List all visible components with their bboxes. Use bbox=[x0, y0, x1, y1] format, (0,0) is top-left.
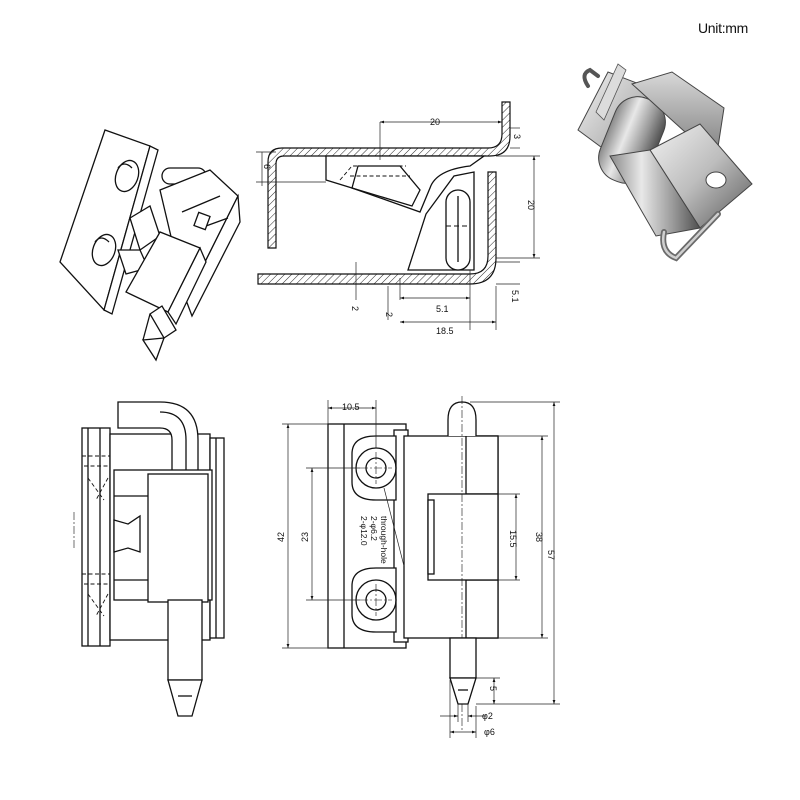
side-view bbox=[73, 401, 225, 717]
front-view: 2-φ12.0 2-φ6.2 through-hole 10.5 42 23 3… bbox=[276, 396, 560, 738]
dim-overall-height: 57 bbox=[546, 550, 556, 560]
dim-left-gap: 6 bbox=[262, 164, 272, 169]
note-line3: through-hole bbox=[379, 516, 389, 564]
dim-top-thickness: 3 bbox=[512, 134, 522, 139]
dim-height-total: 42 bbox=[276, 532, 286, 542]
dim-hole-spacing: 23 bbox=[300, 532, 310, 542]
section-view: 20 3 6 20 2 2 5.1 18.5 5. bbox=[256, 101, 540, 336]
note-line1: 2-φ12.0 bbox=[359, 516, 369, 546]
dim-leaf-width: 10.5 bbox=[342, 402, 360, 412]
dim-knuckle-height: 38 bbox=[534, 532, 544, 542]
isometric-line-view bbox=[59, 129, 241, 362]
dim-top-width: 20 bbox=[430, 117, 440, 127]
dim-pin-dia-small: φ2 bbox=[482, 711, 493, 721]
dim-outer-width: 18.5 bbox=[436, 326, 454, 336]
note-line2: 2-φ6.2 bbox=[369, 516, 379, 541]
dim-pin-dia-large: φ6 bbox=[484, 727, 495, 737]
unit-label: Unit:mm bbox=[698, 20, 749, 36]
dim-bottom-thickness: 2 bbox=[350, 306, 360, 311]
dim-pin-tip: 5 bbox=[488, 686, 498, 691]
dim-right-height: 20 bbox=[526, 200, 536, 210]
dim-bottom-offset: 2 bbox=[384, 312, 394, 317]
dim-window-height: 15.5 bbox=[508, 530, 518, 548]
hinge-product-render bbox=[577, 63, 753, 262]
dim-right-offset: 5.1 bbox=[510, 290, 520, 303]
dim-inner-width: 5.1 bbox=[436, 304, 449, 314]
